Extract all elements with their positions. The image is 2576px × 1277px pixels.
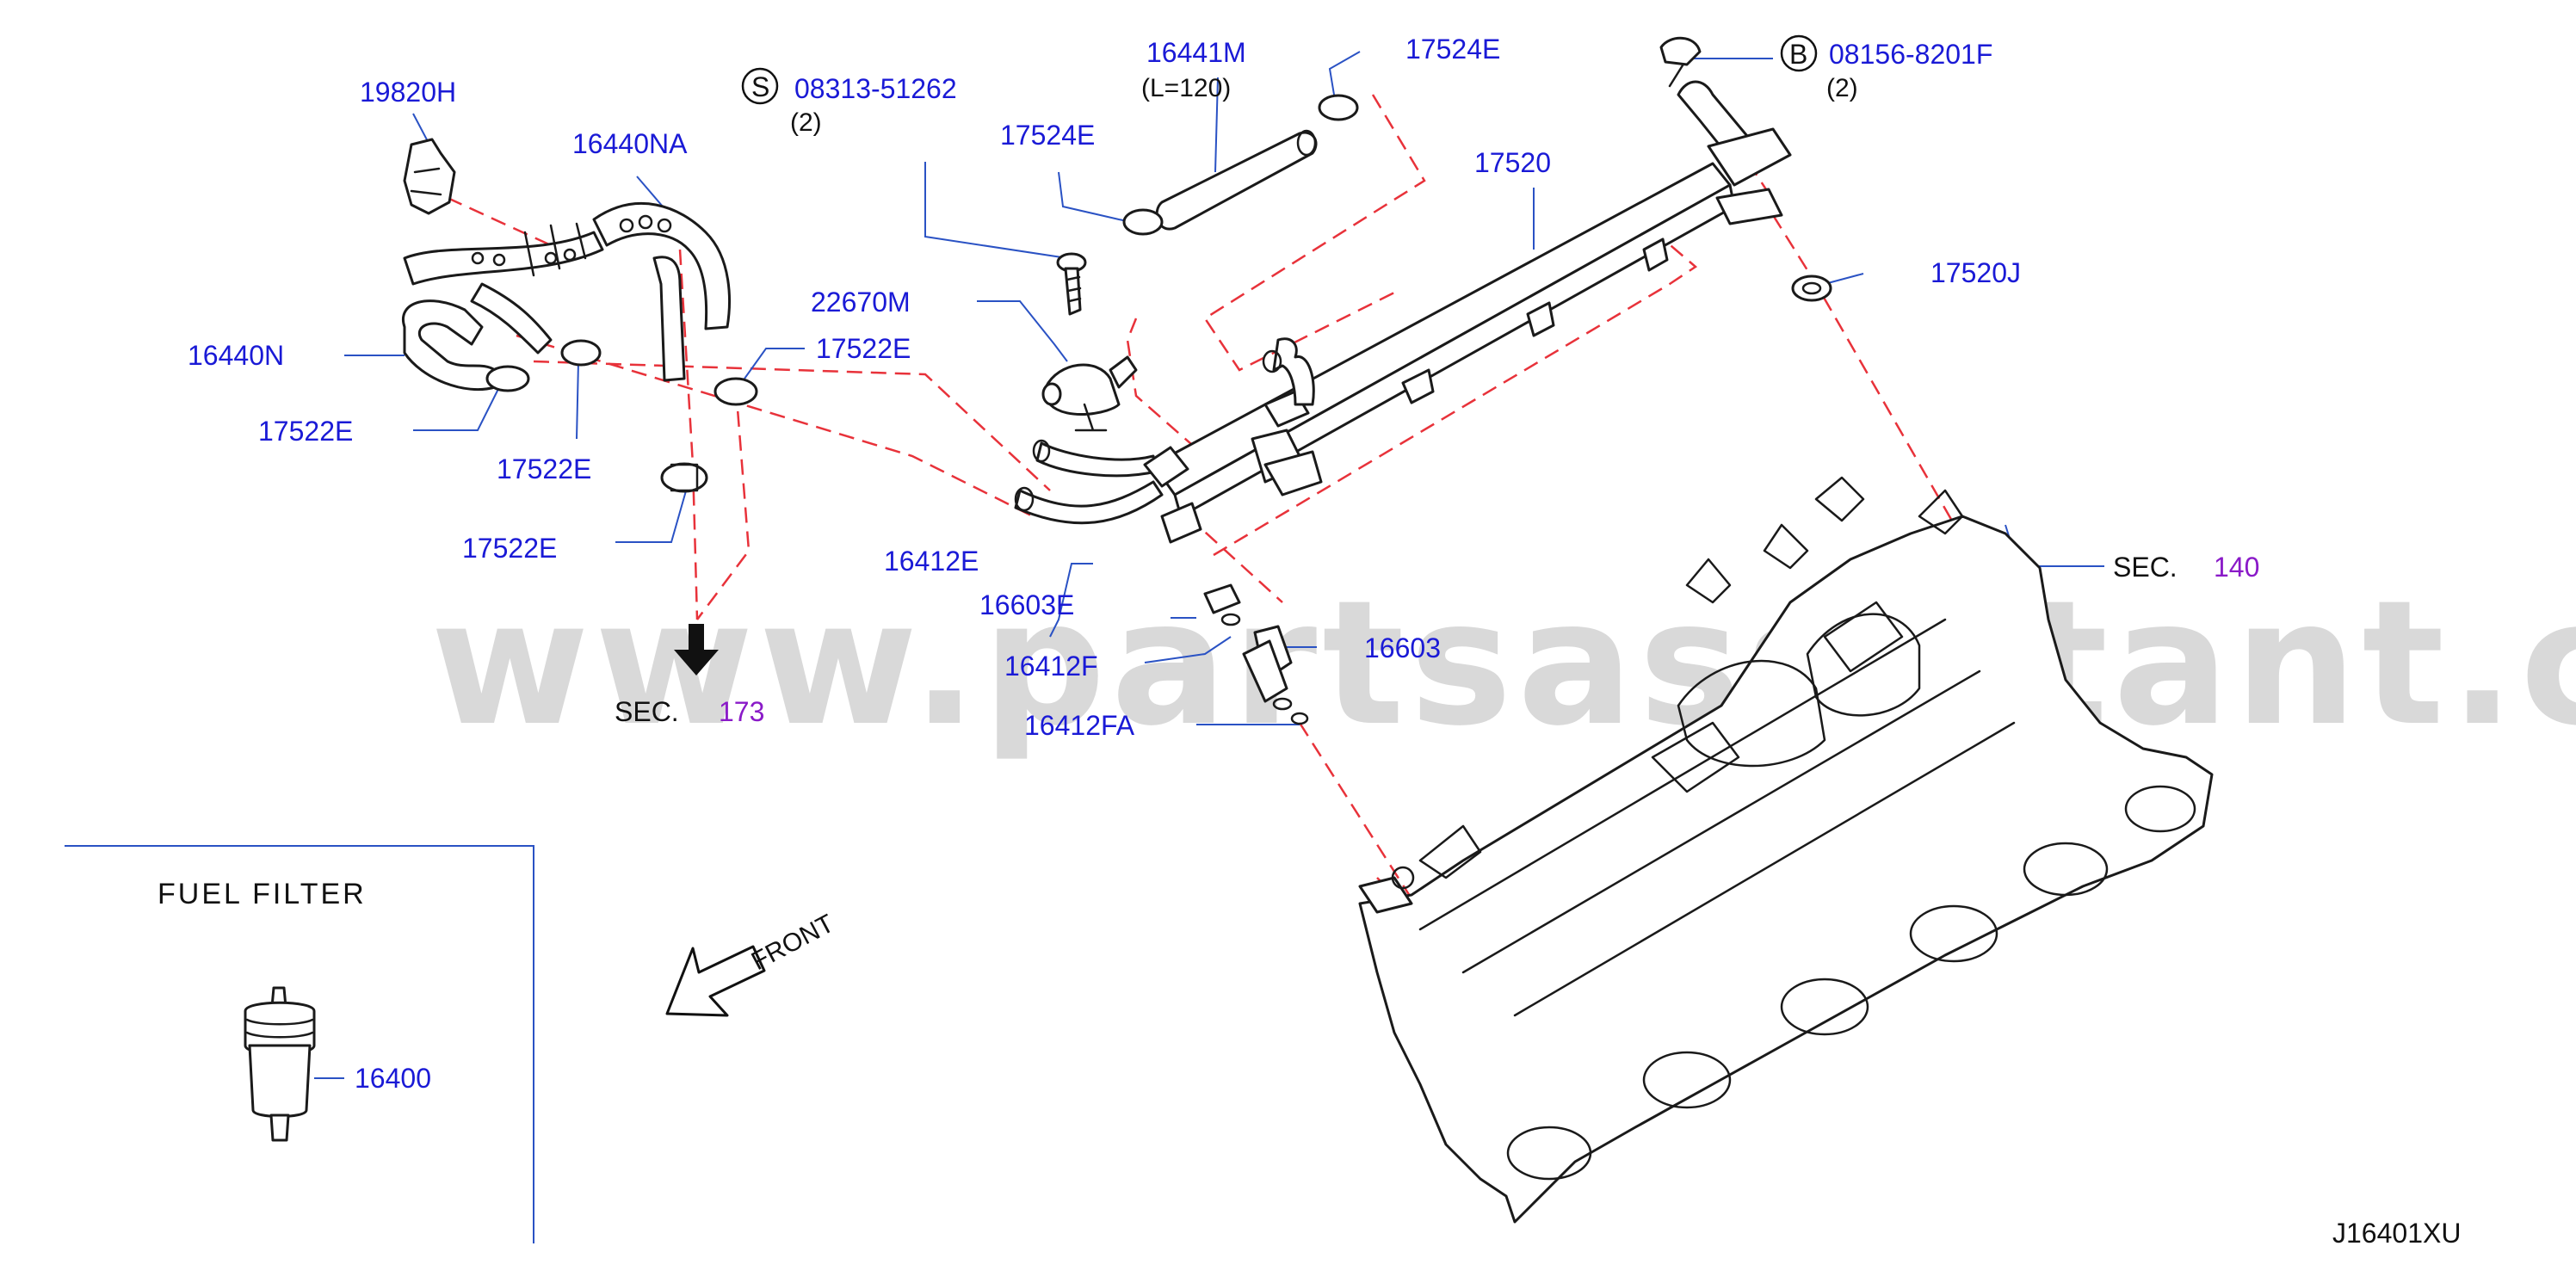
sec173-label: SEC. xyxy=(615,696,679,727)
injector-drawing xyxy=(1203,583,1309,725)
hose-assembly-drawing xyxy=(401,201,731,392)
hose-16441m-drawing xyxy=(1155,129,1318,231)
front-label: FRONT xyxy=(747,910,839,977)
fuel-rail-17520-drawing xyxy=(1143,36,1792,544)
screw-08313-drawing xyxy=(1056,252,1087,316)
label-16412e[interactable]: 16412E xyxy=(884,546,979,577)
label-08313-51262[interactable]: 08313-51262 xyxy=(794,73,957,104)
front-arrow-icon xyxy=(665,945,766,1017)
qty-08313-51262: (2) xyxy=(790,108,822,137)
bracket-19820h-drawing xyxy=(403,138,456,215)
sec173-link[interactable]: 173 xyxy=(719,696,764,727)
b-mark-circle xyxy=(1780,34,1818,72)
fuel-filter-title: FUEL FILTER xyxy=(158,878,367,910)
regulator-22670m-drawing xyxy=(1041,355,1138,432)
label-19820h[interactable]: 19820H xyxy=(360,77,456,108)
part-illustrations xyxy=(244,36,2214,1224)
label-17524e-a[interactable]: 17524E xyxy=(1000,120,1095,151)
label-08156-8201f[interactable]: 08156-8201F xyxy=(1829,39,1992,70)
label-17520[interactable]: 17520 xyxy=(1474,147,1551,178)
label-16441m[interactable]: 16441M xyxy=(1146,37,1246,68)
label-17522e-a[interactable]: 17522E xyxy=(258,416,353,447)
label-17522e-d[interactable]: 17522E xyxy=(816,333,911,364)
sec173-arrow xyxy=(674,624,719,676)
length-16441m: (L=120) xyxy=(1141,74,1231,102)
label-16440na[interactable]: 16440NA xyxy=(572,128,688,159)
grommet-17520j-drawing xyxy=(1791,275,1832,302)
label-16440n[interactable]: 16440N xyxy=(188,340,284,371)
part-labels: 19820H 16440NA 16440N 17522E 17522E 1752… xyxy=(188,34,2021,1094)
fuel-filter-inset-box xyxy=(65,845,534,1243)
s-mark-letter: S xyxy=(751,71,769,102)
watermark: www.partsassistant.com xyxy=(430,564,2576,764)
label-17522e-c[interactable]: 17522E xyxy=(462,533,557,564)
label-16400[interactable]: 16400 xyxy=(355,1063,431,1094)
sec140-label: SEC. xyxy=(2113,552,2178,583)
s-mark-circle xyxy=(741,67,779,105)
qty-08156-8201f: (2) xyxy=(1826,74,1858,102)
clamp-drawings xyxy=(485,339,758,493)
sec140-link[interactable]: 140 xyxy=(2214,552,2259,583)
clamp-17524e-drawings xyxy=(1122,94,1359,236)
label-22670m[interactable]: 22670M xyxy=(811,287,911,318)
b-mark-letter: B xyxy=(1789,39,1807,70)
label-17520j[interactable]: 17520J xyxy=(1930,257,2021,288)
label-16412fa[interactable]: 16412FA xyxy=(1024,710,1135,741)
fuel-filter-16400-drawing xyxy=(244,986,316,1142)
label-17522e-b[interactable]: 17522E xyxy=(497,453,591,484)
label-17524e-b[interactable]: 17524E xyxy=(1405,34,1500,65)
section-references: SEC. 140 SEC. 173 xyxy=(615,552,2259,727)
intake-manifold-drawing xyxy=(1358,476,2214,1224)
hose-16412e-drawing xyxy=(1014,439,1164,525)
circle-markers xyxy=(741,34,1818,105)
label-16603[interactable]: 16603 xyxy=(1364,632,1441,663)
label-16603e[interactable]: 16603E xyxy=(979,589,1074,620)
diagram-code: J16401XU xyxy=(2332,1218,2461,1249)
label-16412f[interactable]: 16412F xyxy=(1004,651,1098,682)
